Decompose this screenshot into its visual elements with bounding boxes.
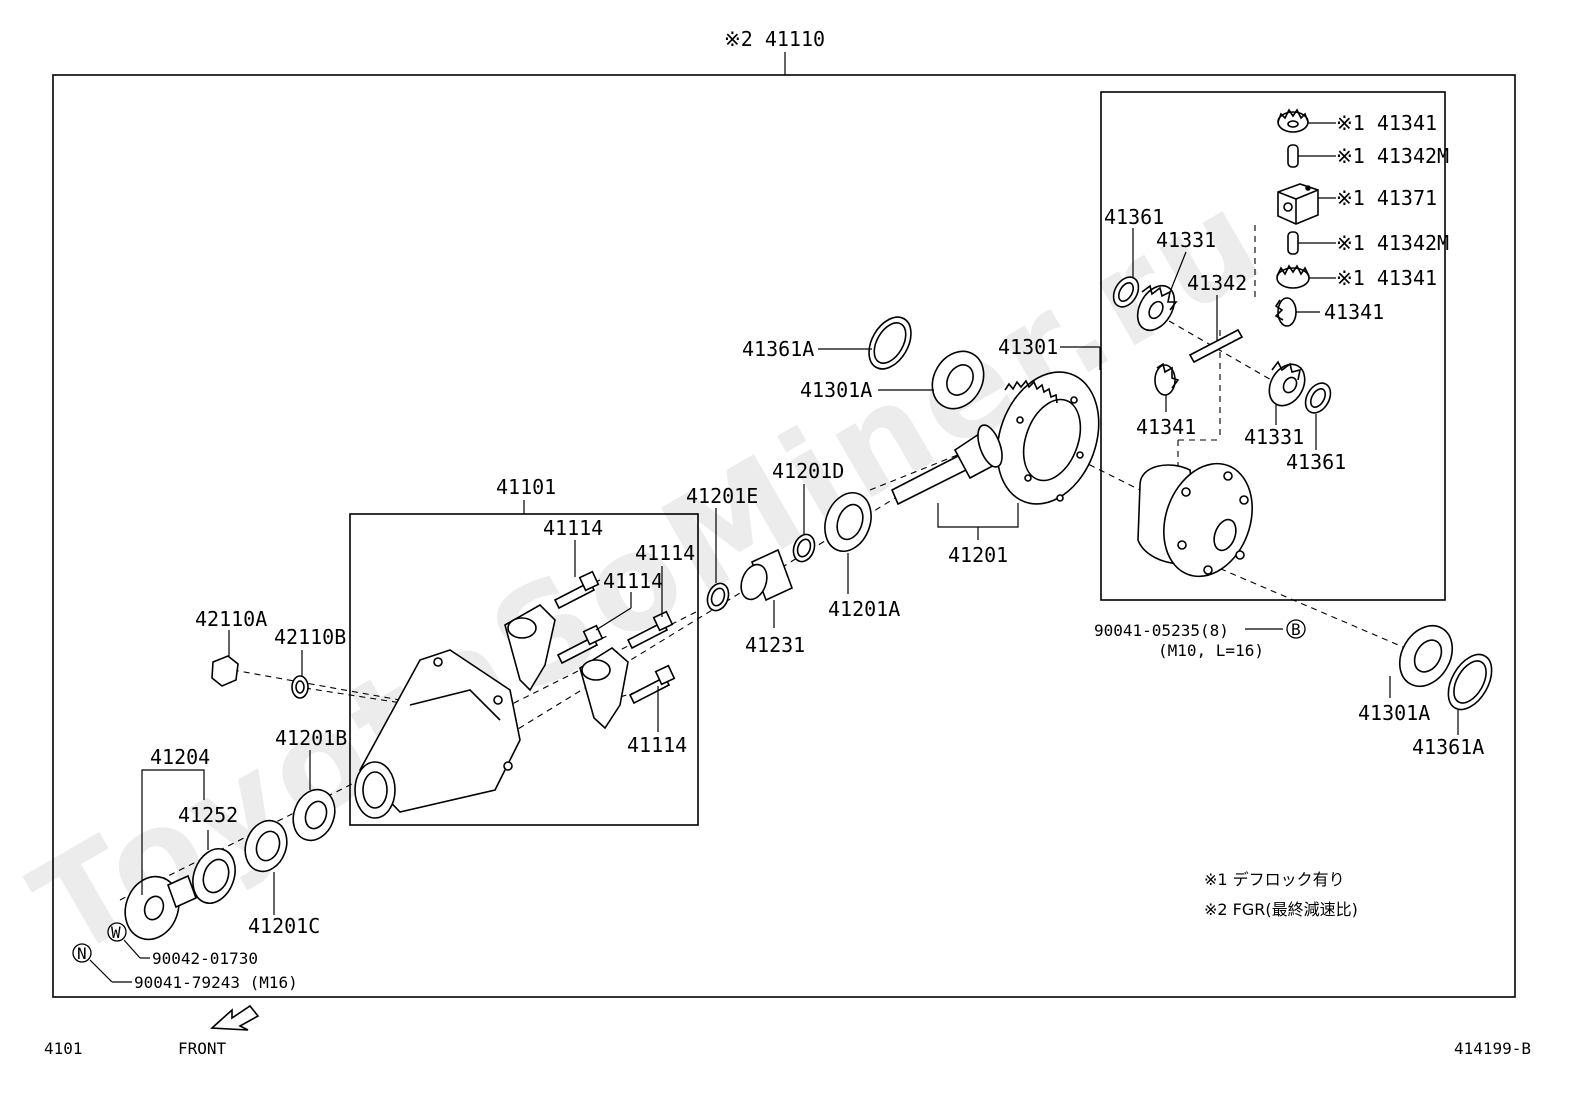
circle-mark-n: N xyxy=(72,943,92,963)
label-41114-b[interactable]: 41114 xyxy=(635,541,695,565)
label-41341-b[interactable]: ※1 41341 xyxy=(1336,266,1437,290)
page-code-left: 4101 xyxy=(44,1039,83,1058)
bearing-cap-upper[interactable] xyxy=(504,604,556,692)
pin-41342M-bottom[interactable] xyxy=(1287,231,1299,255)
label-41342M-a[interactable]: ※1 41342M xyxy=(1336,144,1449,168)
assembly-ref-label[interactable]: ※2 41110 xyxy=(724,27,825,51)
label-41252[interactable]: 41252 xyxy=(178,803,238,827)
front-label: FRONT xyxy=(178,1039,227,1058)
label-41114-a[interactable]: 41114 xyxy=(543,516,603,540)
block-41371[interactable] xyxy=(1277,183,1319,225)
bearing-cap-lower[interactable] xyxy=(579,647,629,730)
differential-case[interactable] xyxy=(1137,451,1267,589)
label-41201C[interactable]: 41201C xyxy=(248,914,320,938)
label-41371[interactable]: ※1 41371 xyxy=(1336,186,1437,210)
label-41201B[interactable]: 41201B xyxy=(275,726,347,750)
pinion-bearing-41201A[interactable] xyxy=(817,486,879,557)
oil-seal-41252[interactable] xyxy=(186,843,243,909)
assembly-frame xyxy=(52,74,1516,998)
label-41341-a[interactable]: ※1 41341 xyxy=(1336,111,1437,135)
ring-gear-41301[interactable] xyxy=(980,358,1117,519)
label-41114-d[interactable]: 41114 xyxy=(627,733,687,757)
cap-bolt-41114-b[interactable] xyxy=(626,610,674,650)
circle-mark-b: B xyxy=(1286,619,1306,639)
label-41201D[interactable]: 41201D xyxy=(772,459,844,483)
label-41341-d[interactable]: 41341 xyxy=(1136,415,1196,439)
side-bearing-41301A-top[interactable] xyxy=(922,342,994,418)
adjusting-washer-41361A-top[interactable] xyxy=(860,310,919,376)
footnote-2: ※2 FGR(最終減速比) xyxy=(1204,900,1358,919)
leader-lines xyxy=(89,122,1459,983)
label-41342[interactable]: 41342 xyxy=(1187,271,1247,295)
label-41301[interactable]: 41301 xyxy=(998,335,1058,359)
adjusting-washer-41361A-bottom[interactable] xyxy=(1439,647,1500,717)
label-41201[interactable]: 41201 xyxy=(948,543,1008,567)
label-41361A-bottom[interactable]: 41361A xyxy=(1412,735,1484,759)
label-41201E[interactable]: 41201E xyxy=(686,484,758,508)
bearing-41201B[interactable] xyxy=(286,784,341,847)
label-41201A[interactable]: 41201A xyxy=(828,597,900,621)
label-41361-top[interactable]: 41361 xyxy=(1104,205,1164,229)
label-90041-79243[interactable]: 90041-79243 (M16) xyxy=(134,973,298,992)
label-41101[interactable]: 41101 xyxy=(496,475,556,499)
label-41341-c[interactable]: 41341 xyxy=(1324,300,1384,324)
bearing-41201C[interactable] xyxy=(238,815,293,878)
label-41342M-b[interactable]: ※1 41342M xyxy=(1336,231,1449,255)
side-gear-41331-top[interactable] xyxy=(1130,279,1182,337)
cap-bolt-41114-d[interactable] xyxy=(628,664,676,705)
part-labels: ※1 41341 ※1 41342M ※1 41371 ※1 41342M ※1… xyxy=(134,111,1484,992)
pinion-gear-41341-lower[interactable] xyxy=(1154,362,1180,396)
front-arrow-icon xyxy=(210,1004,260,1031)
side-gear-41331-bottom[interactable] xyxy=(1262,358,1312,412)
washer-41201E[interactable] xyxy=(704,580,732,613)
pinion-gear-41341-second[interactable] xyxy=(1276,264,1310,289)
svg-text:W: W xyxy=(111,923,121,942)
label-42110A[interactable]: 42110A xyxy=(195,607,267,631)
label-90041-05235-size: (M10, L=16) xyxy=(1158,641,1264,660)
label-41231[interactable]: 41231 xyxy=(745,633,805,657)
label-42110B[interactable]: 42110B xyxy=(274,625,346,649)
thrust-washer-41361-bottom[interactable] xyxy=(1300,379,1335,418)
washer-41201D[interactable] xyxy=(790,531,818,564)
footnote-1: ※1 デフロック有り xyxy=(1204,870,1345,889)
gasket-42110B[interactable] xyxy=(291,675,309,699)
pinion-shaft-41342[interactable] xyxy=(1188,328,1244,364)
label-41331-bottom[interactable]: 41331 xyxy=(1244,425,1304,449)
label-41301A-top[interactable]: 41301A xyxy=(800,378,872,402)
circle-mark-w: W xyxy=(107,922,127,942)
thrust-washer-41361-top[interactable] xyxy=(1108,273,1143,312)
page-code-right: 414199-B xyxy=(1454,1039,1531,1058)
label-41361A-top[interactable]: 41361A xyxy=(742,337,814,361)
cap-bolt-41114-c[interactable] xyxy=(556,624,604,665)
drive-pinion-41201[interactable] xyxy=(890,422,1007,506)
pin-41342M-top[interactable] xyxy=(1287,144,1299,168)
spacer-41231[interactable] xyxy=(737,548,794,603)
label-90042-01730[interactable]: 90042-01730 xyxy=(152,949,258,968)
label-41114-c[interactable]: 41114 xyxy=(603,569,663,593)
label-41204[interactable]: 41204 xyxy=(150,745,210,769)
label-90041-05235[interactable]: 90041-05235(8) xyxy=(1094,621,1229,640)
cap-bolt-41114-a[interactable] xyxy=(553,570,600,610)
differential-case-box xyxy=(1100,91,1446,601)
drain-plug-42110A[interactable] xyxy=(211,655,239,687)
side-bearing-41301A-bottom[interactable] xyxy=(1389,616,1463,695)
pinion-gear-41341-top[interactable] xyxy=(1277,108,1309,133)
label-41361-bottom[interactable]: 41361 xyxy=(1286,450,1346,474)
label-41331-top[interactable]: 41331 xyxy=(1156,228,1216,252)
svg-text:B: B xyxy=(1291,620,1301,639)
pinion-gear-41341-third[interactable] xyxy=(1274,297,1297,327)
carrier-housing-41101[interactable] xyxy=(354,649,521,819)
label-41301A-bottom[interactable]: 41301A xyxy=(1358,701,1430,725)
companion-flange-41204[interactable] xyxy=(117,869,198,947)
svg-text:N: N xyxy=(77,944,87,963)
